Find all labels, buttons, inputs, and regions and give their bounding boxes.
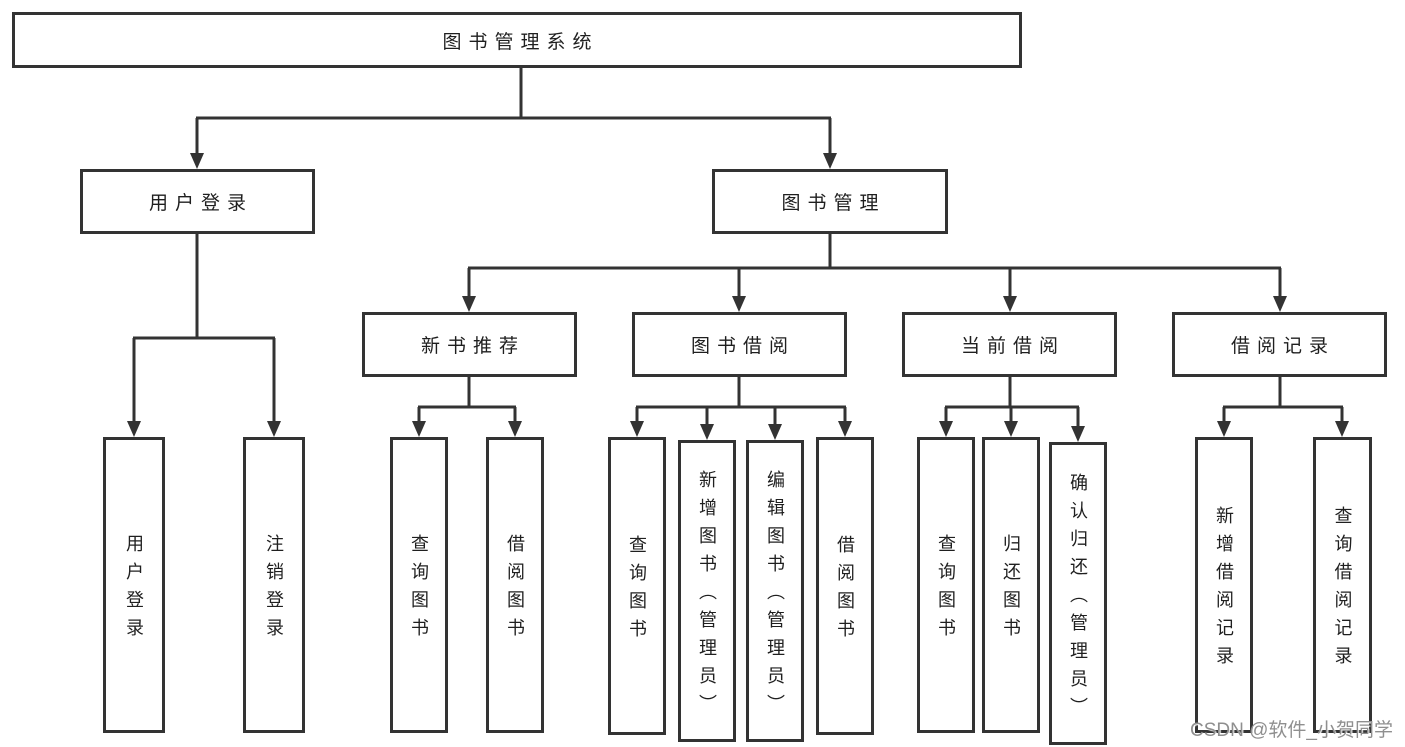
- node-newrec-borrow-book: 借阅图书: [486, 437, 544, 733]
- node-label: 新增图书（管理员）: [697, 470, 717, 722]
- node-label: 借阅图书: [835, 535, 855, 647]
- node-label: 图书借阅: [690, 336, 795, 357]
- node-book-borrowing: 图书借阅: [632, 312, 847, 377]
- node-user-login-group: 用户登录: [80, 169, 315, 234]
- node-label: 查询图书: [409, 534, 429, 646]
- csdn-watermark: CSDN @软件_小贺同学: [1190, 720, 1393, 741]
- node-label: 图书管理系统: [442, 31, 599, 53]
- node-borrowing-add-book-admin: 新增图书（管理员）: [678, 440, 736, 742]
- node-label: 查询图书: [627, 535, 647, 647]
- node-label: 查询借阅记录: [1332, 506, 1353, 674]
- node-new-book-recommend: 新书推荐: [362, 312, 577, 377]
- node-label: 图书管理: [781, 193, 886, 214]
- node-label: 归还图书: [1001, 534, 1021, 646]
- node-current-return-book: 归还图书: [982, 437, 1040, 733]
- node-label: 当前借阅: [960, 336, 1065, 357]
- node-label: 用户登录: [124, 534, 144, 646]
- node-newrec-query-book: 查询图书: [390, 437, 448, 733]
- node-label: 用户登录: [148, 193, 253, 214]
- node-label: 编辑图书（管理员）: [765, 470, 785, 722]
- node-user-login: 用户登录: [103, 437, 165, 733]
- node-label: 借阅图书: [505, 534, 525, 646]
- node-current-borrowing: 当前借阅: [902, 312, 1117, 377]
- node-label: 新增借阅记录: [1214, 506, 1234, 674]
- node-records-query-borrow-record: 查询借阅记录: [1313, 437, 1372, 733]
- node-current-query-book: 查询图书: [917, 437, 975, 733]
- node-logout: 注销登录: [243, 437, 305, 733]
- node-borrowing-edit-book-admin: 编辑图书（管理员）: [746, 440, 804, 742]
- node-label: 借阅记录: [1230, 336, 1335, 357]
- node-borrow-records: 借阅记录: [1172, 312, 1387, 377]
- node-borrowing-query-book: 查询图书: [608, 437, 666, 735]
- node-current-confirm-return-admin: 确认归还（管理员）: [1049, 442, 1107, 745]
- arrowheads: [127, 153, 1349, 442]
- node-records-add-borrow-record: 新增借阅记录: [1195, 437, 1253, 733]
- node-label: 查询图书: [936, 534, 956, 646]
- node-label: 确认归还（管理员）: [1068, 472, 1088, 725]
- node-label: 新书推荐: [420, 336, 525, 357]
- node-root-system: 图书管理系统: [12, 12, 1022, 68]
- node-label: 注销登录: [264, 534, 284, 646]
- node-book-management-group: 图书管理: [712, 169, 948, 234]
- node-borrowing-borrow-book: 借阅图书: [816, 437, 874, 735]
